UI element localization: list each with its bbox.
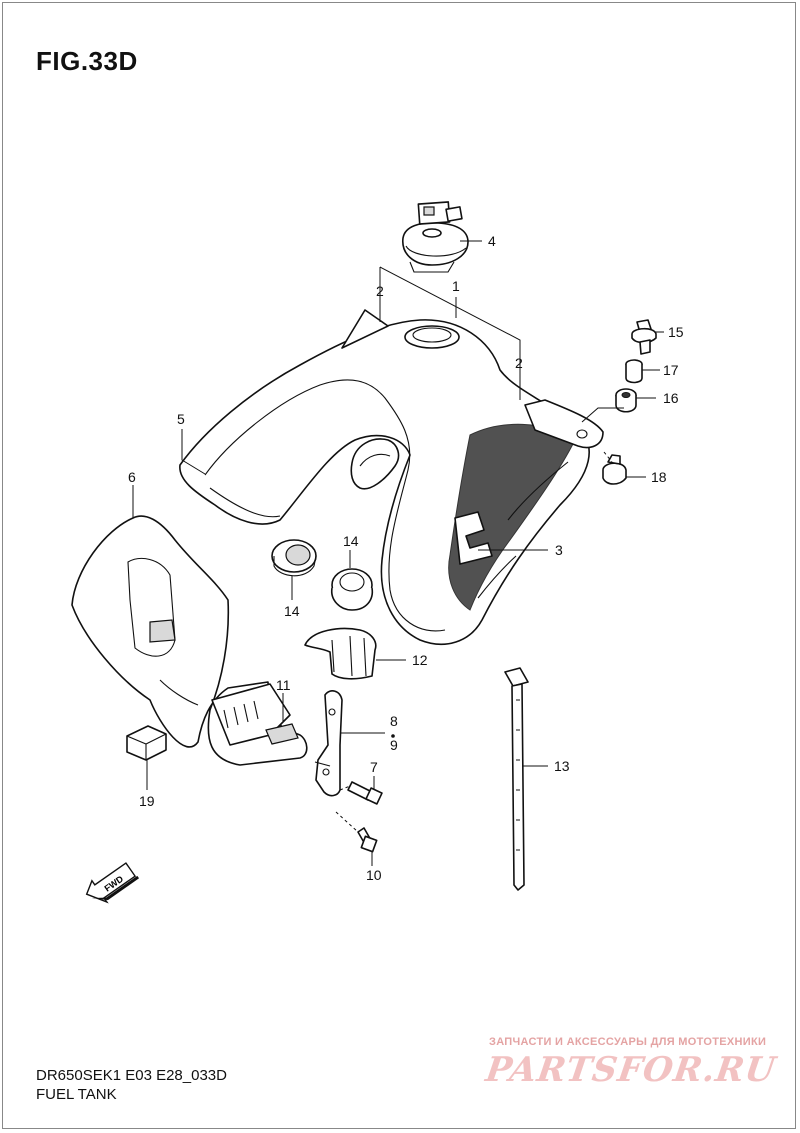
leader-lines — [132, 240, 664, 866]
callout-5: 5 — [177, 411, 185, 427]
tank-cushion-lower[interactable] — [330, 568, 374, 611]
callout-8: 8 — [390, 713, 398, 729]
bolt-7[interactable] — [347, 781, 383, 805]
callout-17: 17 — [663, 362, 679, 378]
fwd-arrow-icon: FWD — [85, 862, 140, 904]
callout-12: 12 — [412, 652, 428, 668]
callout-13: 13 — [554, 758, 570, 774]
callout-2b: 2 — [515, 355, 523, 371]
callout-4: 4 — [488, 233, 496, 249]
callout-14a: 14 — [284, 603, 300, 619]
tank-bracket[interactable] — [314, 690, 343, 797]
callout-16: 16 — [663, 390, 679, 406]
bolt-15[interactable] — [631, 319, 657, 355]
callout-2a: 2 — [376, 283, 384, 299]
callout-11: 11 — [276, 677, 291, 693]
fuel-tank[interactable] — [179, 309, 604, 645]
bolt-10[interactable] — [357, 827, 378, 853]
callout-labels: 1 2 2 3 4 5 6 7 8 9 10 11 12 13 14 14 15… — [128, 233, 684, 883]
footer-model-code: DR650SEK1 E03 E28_033D — [36, 1067, 227, 1084]
footer-section-name: FUEL TANK — [36, 1086, 117, 1103]
watermark-tagline: ЗАПЧАСТИ И АКСЕССУАРЫ ДЛЯ МОТОТЕХНИКИ — [489, 1036, 767, 1048]
callout-6: 6 — [128, 469, 136, 485]
callout-7: 7 — [370, 759, 378, 775]
figure-title: FIG.33D — [36, 46, 138, 76]
tank-cushion-upper[interactable] — [271, 539, 317, 577]
callout-19: 19 — [139, 793, 155, 809]
tank-side-cover[interactable] — [71, 515, 308, 766]
cushion-18[interactable] — [602, 454, 627, 485]
collar-17[interactable] — [625, 359, 643, 384]
callout-15: 15 — [668, 324, 684, 340]
rubber-pad[interactable] — [126, 725, 167, 761]
callout-14b: 14 — [343, 533, 359, 549]
callout-8-9-separator-dot — [391, 734, 395, 738]
watermark-logo: PARTSFOR.RU — [483, 1050, 779, 1090]
callout-9: 9 — [390, 737, 398, 753]
callout-3: 3 — [555, 542, 563, 558]
fuel-cap[interactable] — [402, 201, 469, 273]
callout-1: 1 — [452, 278, 460, 294]
tank-cushion-12[interactable] — [304, 627, 377, 680]
callout-10: 10 — [366, 867, 382, 883]
cable-tie[interactable] — [504, 667, 529, 891]
callout-18: 18 — [651, 469, 667, 485]
